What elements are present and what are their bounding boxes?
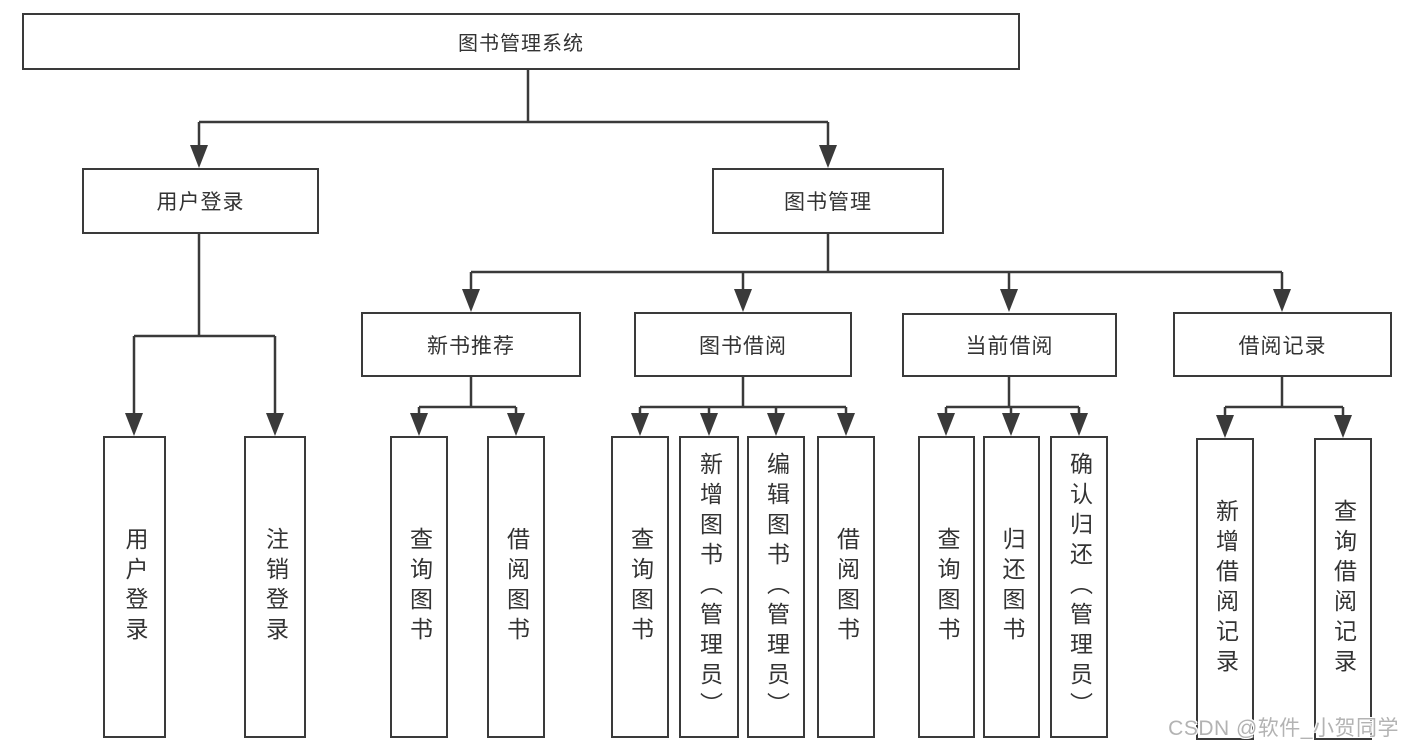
node-borrowing-records: 借阅记录 [1173, 312, 1392, 377]
leaf-label: 查询图书 [934, 527, 960, 647]
watermark: CSDN @软件_小贺同学 [1168, 717, 1399, 740]
leaf-label: 新增借阅记录 [1212, 499, 1239, 679]
node-book-management: 图书管理 [712, 168, 944, 234]
leaf-add-books-admin: 新增图书（管理员） [679, 436, 739, 738]
leaf-logout: 注销登录 [244, 436, 306, 738]
leaf-query-borrow-record: 查询借阅记录 [1314, 438, 1372, 740]
leaf-label: 查询图书 [406, 527, 433, 647]
leaf-label: 注销登录 [262, 527, 289, 647]
leaf-borrow-books-recommend: 借阅图书 [487, 436, 545, 738]
leaf-confirm-return-admin: 确认归还（管理员） [1050, 436, 1108, 738]
node-new-book-recommendation: 新书推荐 [361, 312, 581, 377]
node-book-borrowing: 图书借阅 [634, 312, 852, 377]
leaf-label: 编辑图书（管理员） [763, 452, 790, 722]
node-label: 当前借阅 [965, 335, 1054, 358]
node-label: 借阅记录 [1238, 334, 1327, 358]
leaf-query-books-borrow: 查询图书 [611, 436, 669, 738]
leaf-add-borrow-record: 新增借阅记录 [1196, 438, 1254, 740]
leaf-label: 用户登录 [122, 527, 148, 647]
leaf-query-books-current: 查询图书 [918, 436, 975, 738]
leaf-user-login: 用户登录 [103, 436, 166, 738]
leaf-label: 查询图书 [627, 527, 654, 647]
node-label: 新书推荐 [427, 334, 515, 358]
node-label: 图书借阅 [699, 334, 787, 358]
leaf-label: 新增图书（管理员） [696, 452, 723, 722]
leaf-label: 借阅图书 [833, 527, 860, 647]
leaf-return-books: 归还图书 [983, 436, 1040, 738]
leaf-label: 查询借阅记录 [1330, 499, 1357, 679]
node-library-management-system: 图书管理系统 [22, 13, 1020, 70]
leaf-label: 归还图书 [999, 527, 1025, 647]
node-label: 用户登录 [156, 191, 245, 214]
leaf-edit-books-admin: 编辑图书（管理员） [747, 436, 805, 738]
leaf-label: 确认归还（管理员） [1066, 452, 1093, 722]
leaf-label: 借阅图书 [503, 527, 530, 647]
leaf-query-books-recommend: 查询图书 [390, 436, 448, 738]
leaf-borrow-books: 借阅图书 [817, 436, 875, 738]
node-current-borrowing: 当前借阅 [902, 313, 1117, 377]
node-label: 图书管理系统 [458, 33, 584, 55]
node-user-login: 用户登录 [82, 168, 319, 234]
node-label: 图书管理 [784, 191, 872, 214]
